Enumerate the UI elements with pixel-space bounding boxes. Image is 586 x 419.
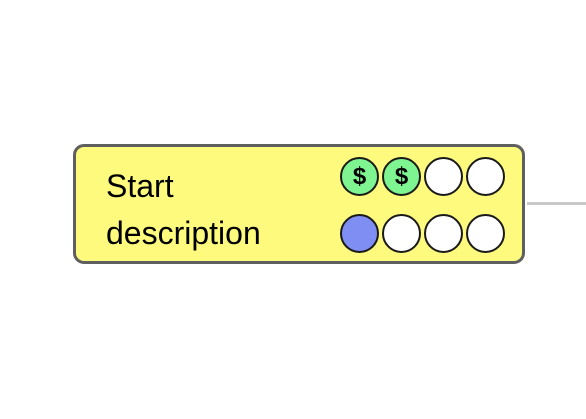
- cost-indicator-empty: [466, 157, 505, 196]
- time-indicator-filled: [340, 214, 379, 253]
- time-indicator-empty: [466, 214, 505, 253]
- cost-indicator-empty: [424, 157, 463, 196]
- dollar-icon: $: [382, 157, 421, 196]
- time-indicator-empty: [424, 214, 463, 253]
- connector-line: [527, 202, 586, 205]
- start-node[interactable]: Start description $$: [73, 144, 525, 264]
- node-label: Start description: [106, 168, 261, 251]
- dollar-icon: $: [340, 157, 379, 196]
- time-indicator-empty: [382, 214, 421, 253]
